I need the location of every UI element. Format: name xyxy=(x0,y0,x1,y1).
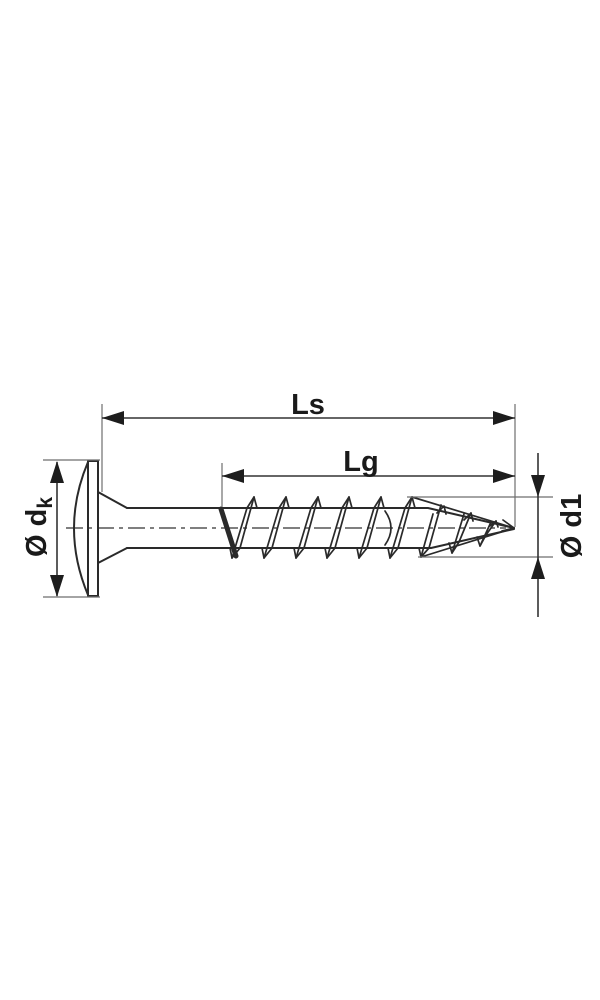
dimension-thread-length: Lg xyxy=(221,446,515,507)
head-cone-top xyxy=(97,491,128,509)
ls-arrow-left xyxy=(102,411,124,425)
head-dome xyxy=(73,461,89,596)
tip-point xyxy=(501,519,515,532)
lg-arrow-left xyxy=(222,469,244,483)
thread-wave-mark xyxy=(384,510,392,546)
screw-head xyxy=(73,460,128,597)
d1-arrow-up xyxy=(531,557,545,579)
ls-label: Ls xyxy=(291,389,325,421)
head-cone-bottom xyxy=(97,547,128,564)
tip-crest-envelope-top xyxy=(411,496,515,529)
screw-thread xyxy=(218,496,442,559)
tip-crest-envelope-bottom xyxy=(420,527,515,558)
lg-label: Lg xyxy=(343,446,378,478)
head-washer-plate xyxy=(87,460,99,597)
thread-flank-lines xyxy=(231,496,442,559)
dimension-overall-length: Ls xyxy=(101,389,516,527)
dimension-thread-diameter: Ø d1 xyxy=(407,453,588,617)
tip-top-crests xyxy=(436,505,499,528)
thread-top-crests xyxy=(246,496,416,509)
dk-arrow-up xyxy=(50,461,64,483)
ls-arrow-right xyxy=(493,411,515,425)
body-core-top xyxy=(126,507,515,529)
d1-label: Ø d1 xyxy=(556,494,588,558)
dimension-head-diameter: Ø dk xyxy=(21,459,100,598)
tip-flank-lines xyxy=(451,512,497,554)
thread-start-edge xyxy=(218,506,239,559)
dk-arrow-down xyxy=(50,575,64,597)
screw-tip xyxy=(411,496,515,558)
dk-label: Ø dk xyxy=(21,497,57,557)
lg-arrow-right xyxy=(493,469,515,483)
d1-arrow-down xyxy=(531,475,545,497)
